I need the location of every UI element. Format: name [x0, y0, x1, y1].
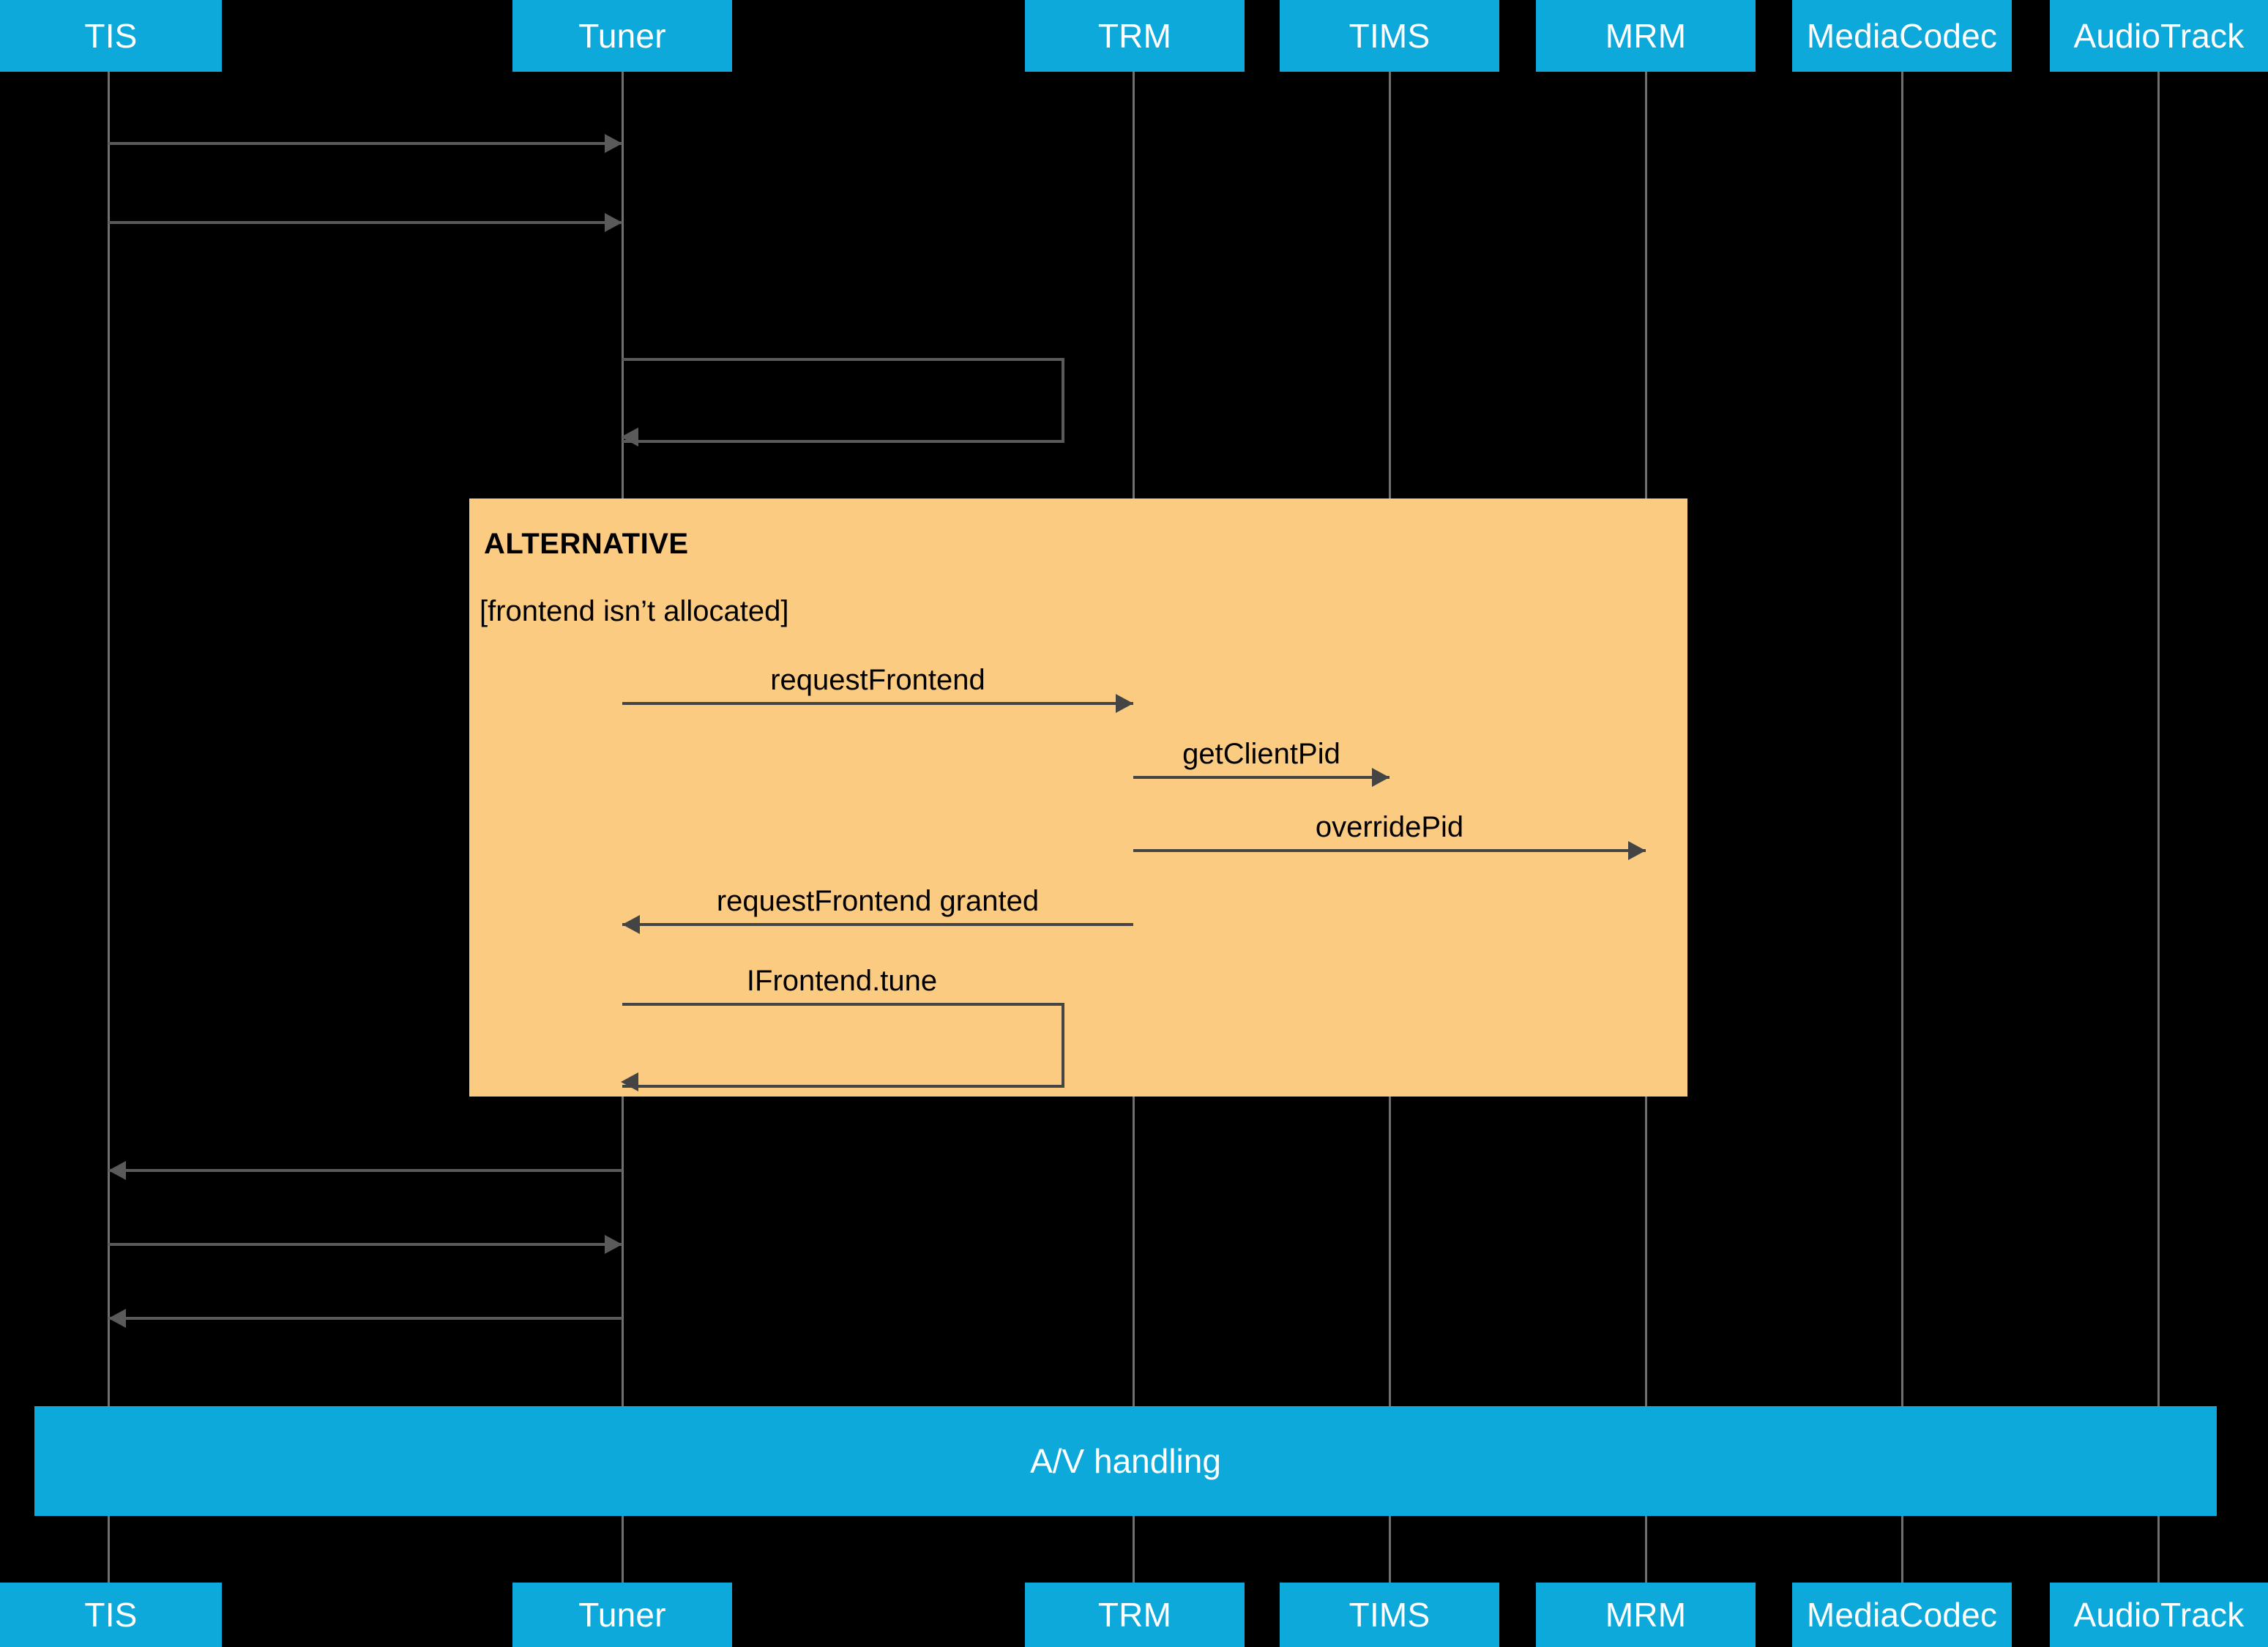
participant-footer-mrm[interactable]: MRM — [1536, 1583, 1756, 1647]
participant-footer-mediacodec[interactable]: MediaCodec — [1792, 1583, 2012, 1647]
arrowhead-m4 — [1116, 694, 1133, 713]
message-label-m5: getClientPid — [1182, 738, 1340, 770]
message-line-m6 — [1133, 849, 1646, 852]
arrowhead-m1 — [605, 134, 622, 153]
lifeline-tis — [108, 72, 110, 1583]
participant-header-tims[interactable]: TIMS — [1280, 0, 1499, 72]
participant-footer-trm[interactable]: TRM — [1025, 1583, 1245, 1647]
message-line-m1 — [108, 142, 622, 145]
arrowhead-m3 — [621, 427, 638, 447]
message-line-m11 — [108, 1317, 622, 1320]
participant-header-tis[interactable]: TIS — [0, 0, 222, 72]
arrowhead-m8 — [621, 1072, 638, 1091]
participant-header-tuner[interactable]: Tuner — [512, 0, 732, 72]
arrowhead-m7 — [622, 915, 640, 934]
alt-fragment-guard: [frontend isn’t allocated] — [480, 595, 789, 627]
message-label-m7: requestFrontend granted — [716, 885, 1040, 917]
lifeline-mediacodec — [1901, 72, 1903, 1583]
participant-footer-tuner[interactable]: Tuner — [512, 1583, 732, 1647]
self-message-m3 — [622, 358, 1064, 443]
arrowhead-m10 — [605, 1235, 622, 1254]
message-line-m2 — [108, 221, 622, 224]
message-line-m10 — [108, 1243, 622, 1246]
lifeline-audiotrack — [2157, 72, 2160, 1583]
message-line-m5 — [1133, 776, 1389, 779]
message-line-m4 — [622, 702, 1133, 705]
message-line-m9 — [108, 1169, 622, 1172]
arrowhead-m5 — [1372, 768, 1389, 787]
participant-header-mediacodec[interactable]: MediaCodec — [1792, 0, 2012, 72]
alt-fragment-label: ALTERNATIVE — [484, 528, 689, 560]
participant-footer-audiotrack[interactable]: AudioTrack — [2050, 1583, 2268, 1647]
participant-footer-tis[interactable]: TIS — [0, 1583, 222, 1647]
alt-fragment-box — [469, 498, 1687, 1097]
arrowhead-m6 — [1628, 841, 1646, 860]
arrowhead-m11 — [108, 1309, 126, 1328]
ref-bar-av-handling[interactable]: A/V handling — [34, 1406, 2217, 1516]
message-label-m8: IFrontend.tune — [746, 965, 938, 997]
participant-footer-tims[interactable]: TIMS — [1280, 1583, 1499, 1647]
message-label-m6: overridePid — [1315, 811, 1464, 843]
arrowhead-m9 — [108, 1161, 126, 1180]
message-label-m4: requestFrontend — [770, 664, 985, 696]
participant-header-mrm[interactable]: MRM — [1536, 0, 1756, 72]
participant-header-audiotrack[interactable]: AudioTrack — [2050, 0, 2268, 72]
participant-header-trm[interactable]: TRM — [1025, 0, 1245, 72]
arrowhead-m2 — [605, 213, 622, 232]
self-message-m8 — [622, 1003, 1064, 1088]
message-line-m7 — [622, 923, 1133, 926]
